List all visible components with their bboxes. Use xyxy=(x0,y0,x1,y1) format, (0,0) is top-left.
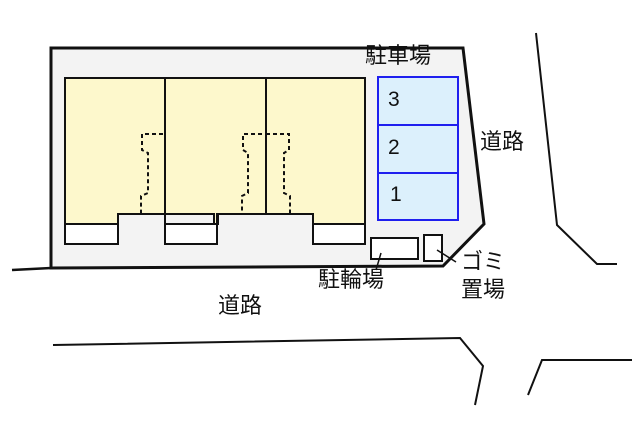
balcony xyxy=(64,223,119,245)
road-east-label: 道路 xyxy=(480,130,525,155)
balcony xyxy=(164,223,218,245)
bicycle-parking-box xyxy=(370,237,419,260)
parking-area xyxy=(377,76,459,221)
stair-outline xyxy=(140,133,291,214)
parking-label: 駐車場 xyxy=(365,44,432,69)
parking-space-3: 3 xyxy=(388,88,400,111)
road-south-label: 道路 xyxy=(218,294,263,319)
road-edge-south xyxy=(52,336,485,406)
bicycle-parking-label: 駐輪場 xyxy=(318,268,385,293)
garbage-box xyxy=(423,234,443,262)
parking-space-1: 1 xyxy=(390,183,402,206)
parking-space-2: 2 xyxy=(388,136,400,159)
garbage-label-line2: 置場 xyxy=(461,278,506,303)
road-edge-line xyxy=(11,266,52,272)
road-edge-east xyxy=(535,32,617,265)
balcony xyxy=(312,223,366,245)
road-edge-south-east xyxy=(527,359,632,396)
garbage-label-line1: ゴミ xyxy=(461,250,506,275)
building xyxy=(64,77,366,245)
